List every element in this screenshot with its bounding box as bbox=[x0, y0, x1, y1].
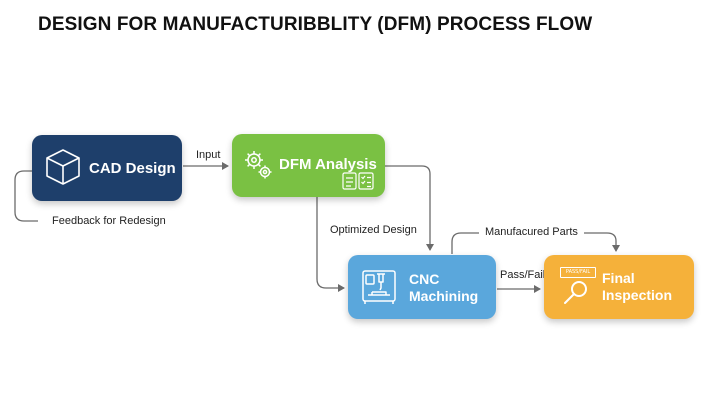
cnc-machine-icon bbox=[362, 270, 396, 304]
connector-manufactured bbox=[451, 232, 616, 254]
connector-optimized bbox=[316, 197, 345, 292]
node-final-inspection[interactable]: PASS/FAIL Final Inspection bbox=[544, 255, 694, 319]
node-dfm-label: DFM Analysis bbox=[279, 156, 377, 173]
pass-fail-badge: PASS/FAIL bbox=[560, 267, 596, 278]
checklist-icon bbox=[342, 172, 374, 190]
edge-label-passfail: Pass/Fail bbox=[500, 269, 546, 281]
connector-feedback bbox=[14, 170, 38, 222]
node-inspection-label-line1: Final bbox=[602, 270, 635, 286]
node-dfm-analysis[interactable]: DFM Analysis bbox=[232, 134, 385, 197]
pass-fail-badge-text: PASS/FAIL bbox=[565, 269, 591, 275]
node-cad-design[interactable]: CAD Design bbox=[32, 135, 182, 201]
edge-label-feedback: Feedback for Redesign bbox=[52, 215, 166, 227]
magnifier-icon bbox=[564, 281, 587, 304]
node-inspection-label-line2: Inspection bbox=[602, 287, 673, 303]
edge-label-manufactured: Manufacured Parts bbox=[485, 226, 578, 238]
page-title: DESIGN FOR MANUFACTURIBBLITY (DFM) PROCE… bbox=[38, 14, 593, 35]
edge-label-input: Input bbox=[196, 149, 221, 161]
node-cnc-machining[interactable]: CNC Machining bbox=[348, 255, 496, 319]
node-cad-label: CAD Design bbox=[89, 160, 176, 177]
gears-icon bbox=[245, 151, 272, 179]
connector-dfm-to-cnc bbox=[385, 165, 434, 251]
node-cnc-label-line2: Machining bbox=[409, 288, 479, 304]
node-cnc-label-line1: CNC bbox=[409, 271, 440, 287]
3d-cube-icon bbox=[46, 149, 80, 185]
edge-label-optimized: Optimized Design bbox=[330, 224, 417, 236]
